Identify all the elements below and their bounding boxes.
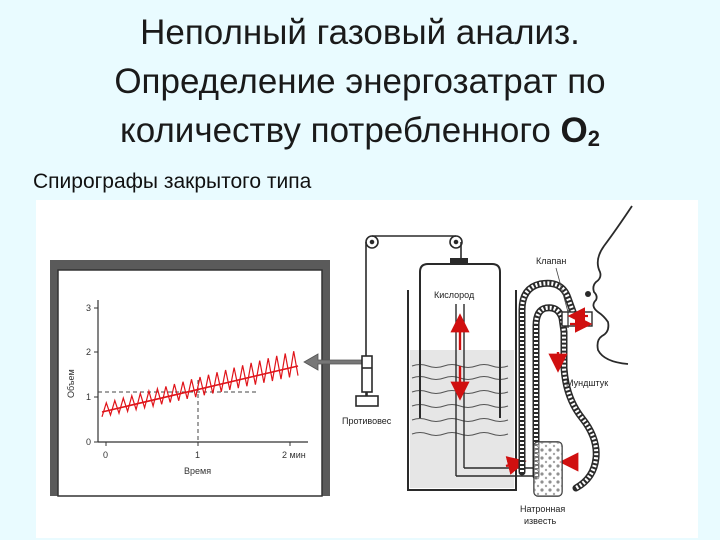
oxygen-subscript: 2 xyxy=(587,126,601,151)
slide-subtitle: Спирографы закрытого типа xyxy=(33,170,312,193)
title-line-1: Неполный газовый анализ. xyxy=(140,13,580,52)
spirogram-trace xyxy=(101,351,299,417)
slide-title: Неполный газовый анализ. Определение эне… xyxy=(0,8,720,163)
face-nose-tip xyxy=(585,291,591,297)
title-line-3-text: количеству потребленного xyxy=(119,111,561,150)
label-oxygen: Кислород xyxy=(434,290,475,300)
y-tick-3: 3 xyxy=(86,303,91,313)
y-tick-2: 2 xyxy=(86,347,91,357)
recording-graph: 0 1 2 3 0 1 2 мин Время Объем xyxy=(50,260,367,497)
face-profile xyxy=(592,205,633,365)
x-tick-2: 2 мин xyxy=(282,450,306,460)
tank-outline xyxy=(407,290,517,491)
breathing-hoses xyxy=(518,279,600,492)
title-line-2: Определение энергозатрат по xyxy=(114,62,606,101)
pen-pointer-arrow xyxy=(303,353,367,371)
label-valve: Клапан xyxy=(536,256,566,266)
title-line-3: количеству потребленного O2 xyxy=(0,106,720,163)
y-tick-0: 0 xyxy=(86,437,91,447)
spirograph-diagram: 0 1 2 3 0 1 2 мин Время Объем xyxy=(36,200,698,538)
graph-frame xyxy=(57,269,323,497)
y-axis-label: Объем xyxy=(66,369,76,398)
oxygen-symbol: O xyxy=(560,111,588,150)
label-soda-lime-1: Натронная xyxy=(520,504,565,514)
x-axis-label: Время xyxy=(184,466,211,476)
label-mouthpiece: Мундштук xyxy=(566,378,608,388)
label-soda-lime-2: известь xyxy=(524,516,556,526)
soda-lime-canister xyxy=(533,441,563,497)
spirometer-tank xyxy=(407,258,536,491)
x-tick-1: 1 xyxy=(195,450,200,460)
counterweight xyxy=(361,355,373,393)
x-tick-0: 0 xyxy=(103,450,108,460)
y-tick-1: 1 xyxy=(86,392,91,402)
valve-assembly xyxy=(561,307,593,333)
label-counterweight: Противовес xyxy=(342,416,392,426)
tank-water xyxy=(410,350,514,488)
